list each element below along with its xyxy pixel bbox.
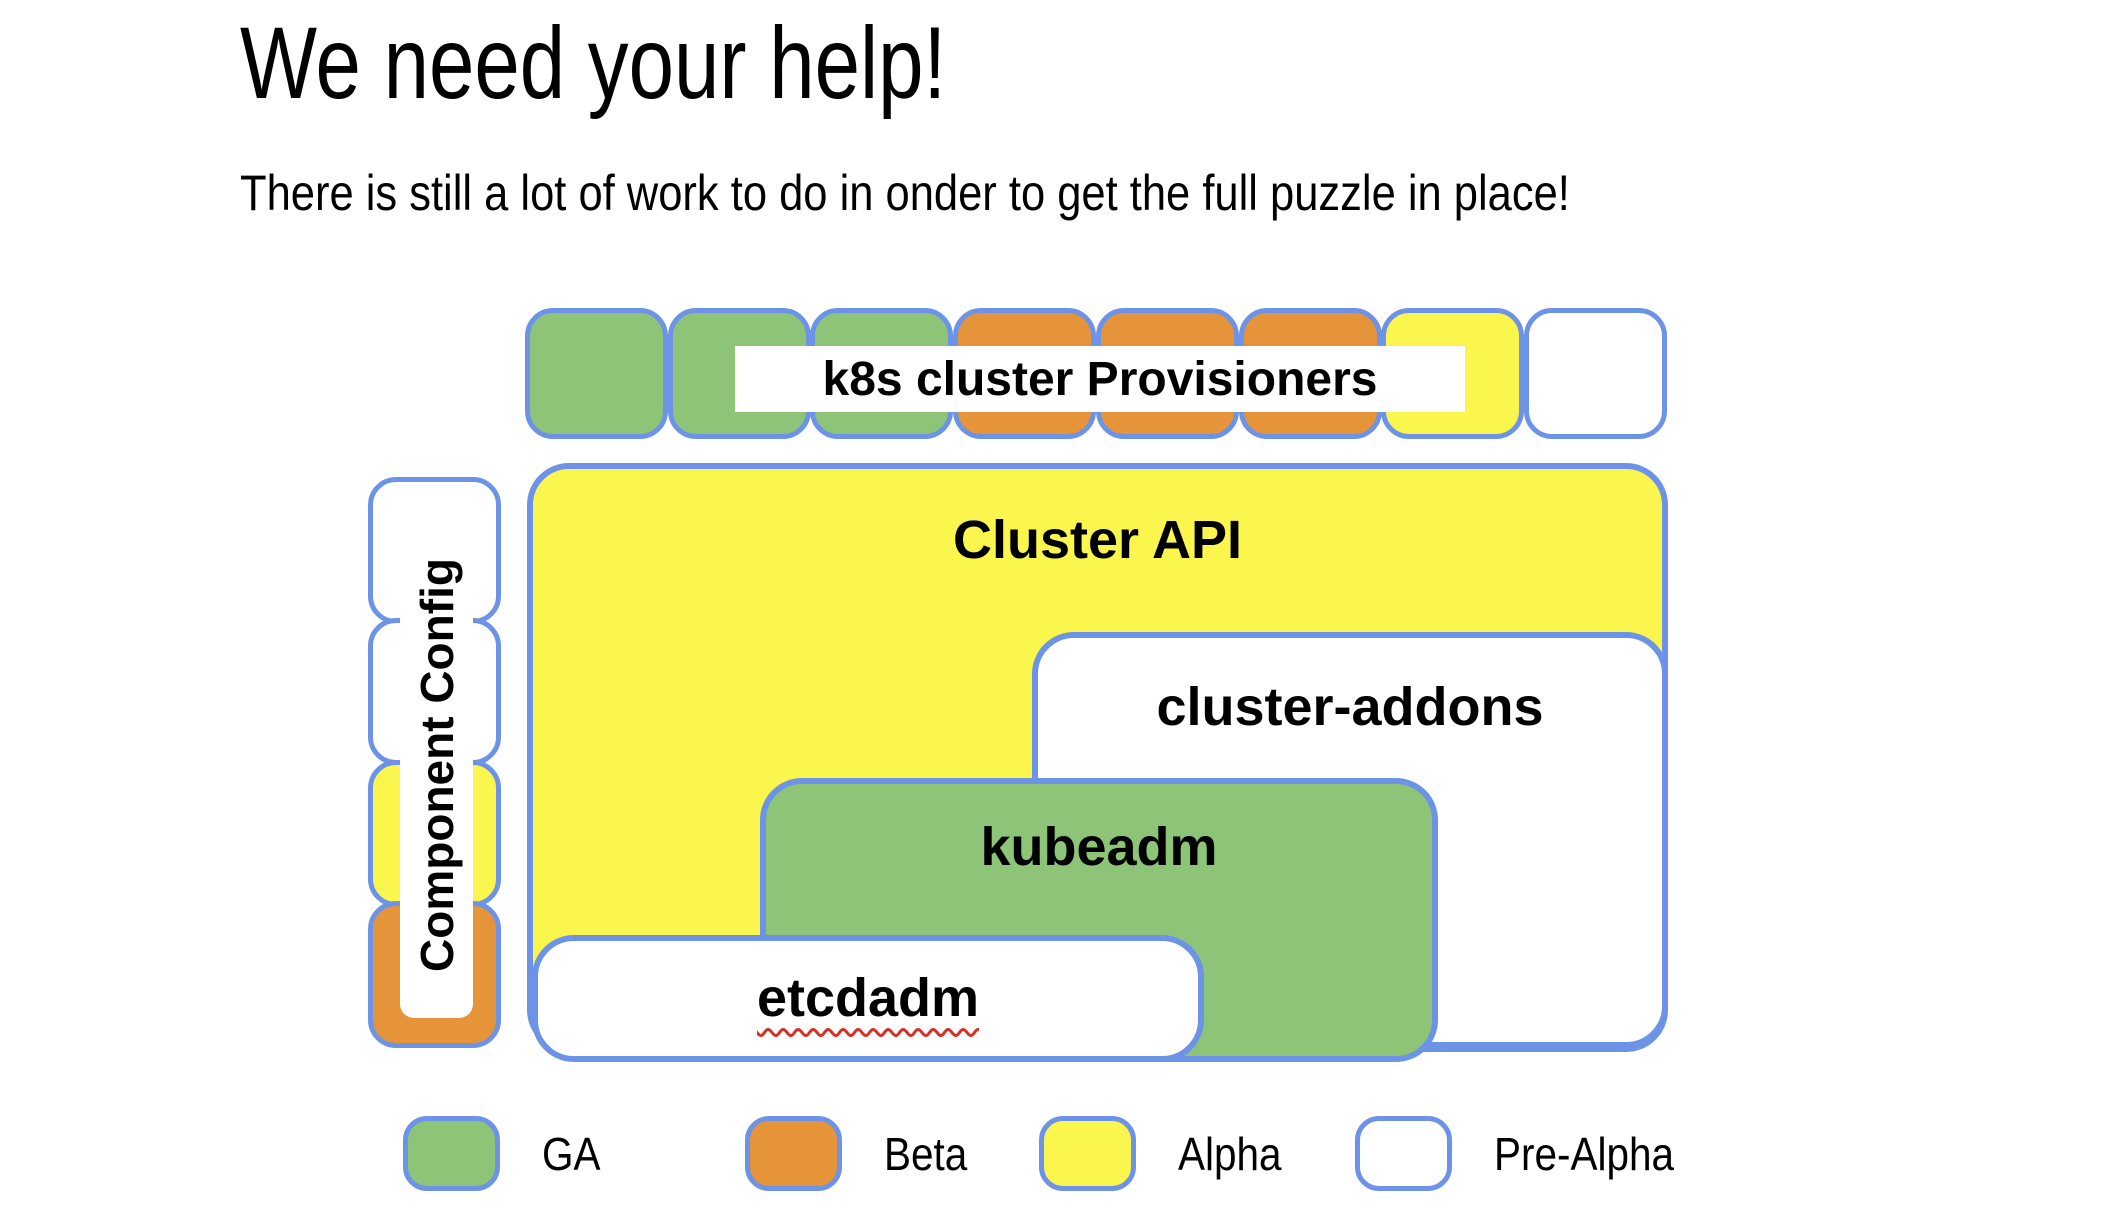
- legend-label: GA: [542, 1127, 601, 1180]
- legend-swatch-alpha: [1039, 1116, 1136, 1191]
- box-kubeadm-label: kubeadm: [980, 817, 1218, 877]
- component-config-label-text: Component Config: [410, 558, 463, 972]
- legend-label: Pre-Alpha: [1494, 1127, 1675, 1180]
- legend-swatch-pre_alpha: [1355, 1116, 1452, 1191]
- box-etcdadm-label-text: etcdadm: [756, 968, 980, 1028]
- slide-subtitle: There is still a lot of work to do in on…: [240, 165, 1570, 221]
- box-etcdadm: etcdadm: [532, 935, 1204, 1062]
- legend-swatch-beta: [745, 1116, 842, 1191]
- box-cluster-api-label: Cluster API: [952, 510, 1243, 570]
- legend-label: Alpha: [1178, 1127, 1282, 1180]
- provisioner-piece-ga: [525, 308, 668, 439]
- legend-item-alpha: Alpha: [1039, 1116, 1296, 1191]
- provisioner-piece-pre_alpha: [1524, 308, 1667, 439]
- legend-label: Beta: [884, 1127, 968, 1180]
- legend-item-pre-alpha: Pre-Alpha: [1355, 1116, 1699, 1191]
- slide-title: We need your help!: [240, 6, 947, 120]
- box-etcdadm-label: etcdadm: [538, 967, 1198, 1029]
- component-config-label: Component Config: [400, 512, 473, 1018]
- legend-item-ga: GA: [403, 1116, 608, 1191]
- provisioners-label: k8s cluster Provisioners: [735, 346, 1465, 412]
- legend-item-beta: Beta: [745, 1116, 979, 1191]
- legend-swatch-ga: [403, 1116, 500, 1191]
- box-cluster-addons-label: cluster-addons: [1156, 677, 1544, 737]
